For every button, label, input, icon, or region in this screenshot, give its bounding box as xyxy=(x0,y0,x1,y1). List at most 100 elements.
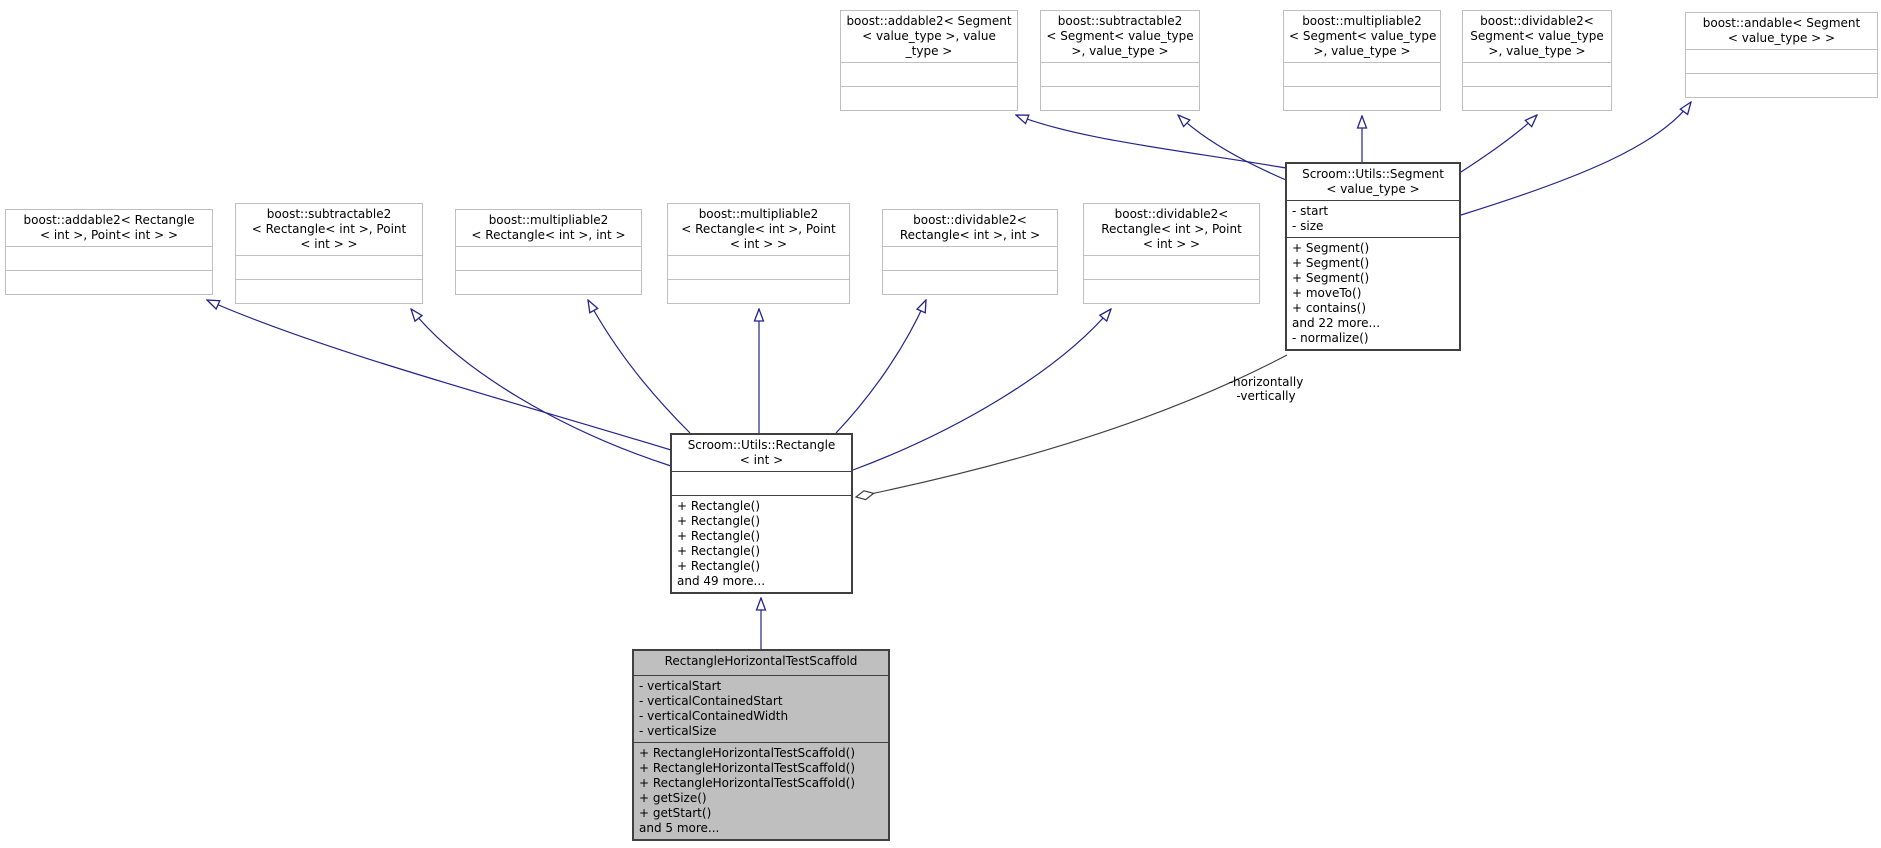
class-methods-scaffold-line: + RectangleHorizontalTestScaffold() xyxy=(639,746,856,760)
class-title-scaffold: RectangleHorizontalTestScaffold xyxy=(634,651,888,675)
class-methods-addable2-segment xyxy=(841,86,1017,110)
class-title-andable-segment-line: boost::andable< Segment xyxy=(1702,16,1861,30)
class-attributes-segment: - start- size xyxy=(1287,200,1459,237)
class-title-subtractable2-rectangle-line: < Rectangle< int >, Point xyxy=(251,222,407,236)
class-box-scaffold[interactable]: RectangleHorizontalTestScaffold - vertica… xyxy=(632,649,890,841)
aggregation-edge-label: -horizontally -vertically xyxy=(1216,375,1316,403)
class-methods-dividable2-rectangle-int xyxy=(883,270,1057,294)
class-box-multipliable2-rectangle-point[interactable]: boost::multipliable2< Rectangle< int >, … xyxy=(667,203,850,304)
aggregation-label-horizontally: -horizontally xyxy=(1228,375,1304,389)
class-title-multipliable2-segment-line: >, value_type > xyxy=(1313,44,1411,58)
class-title-subtractable2-segment-line: boost::subtractable2 xyxy=(1057,14,1183,28)
class-methods-scaffold: + RectangleHorizontalTestScaffold()+ Rec… xyxy=(634,742,888,839)
class-title-rectangle: Scroom::Utils::Rectangle< int > xyxy=(672,435,851,471)
class-title-multipliable2-rectangle-point-line: < int > > xyxy=(729,237,788,251)
class-methods-multipliable2-segment xyxy=(1284,86,1440,110)
class-methods-scaffold-line: + getSize() xyxy=(639,791,707,805)
class-methods-segment-line: - normalize() xyxy=(1292,331,1369,345)
class-box-subtractable2-segment[interactable]: boost::subtractable2< Segment< value_typ… xyxy=(1040,10,1200,111)
class-title-dividable2-rectangle-point-line: Rectangle< int >, Point xyxy=(1101,222,1242,236)
aggregation-label-vertically: -vertically xyxy=(1236,389,1296,403)
class-title-subtractable2-segment-line: >, value_type > xyxy=(1071,44,1169,58)
class-attributes-andable-segment xyxy=(1686,49,1877,73)
class-methods-multipliable2-rectangle-int xyxy=(456,270,641,294)
class-methods-rectangle-line: and 49 more... xyxy=(677,574,766,588)
inheritance-edge-segment-dividable2 xyxy=(1460,115,1537,173)
class-box-multipliable2-segment[interactable]: boost::multipliable2< Segment< value_typ… xyxy=(1283,10,1441,111)
class-attributes-multipliable2-rectangle-int xyxy=(456,246,641,270)
class-attributes-scaffold-line: - verticalContainedWidth xyxy=(639,709,789,723)
class-box-andable-segment[interactable]: boost::andable< Segment< value_type > > xyxy=(1685,12,1878,98)
class-box-subtractable2-rectangle[interactable]: boost::subtractable2< Rectangle< int >, … xyxy=(235,203,423,304)
class-title-rectangle-line: < int > xyxy=(739,453,784,467)
class-title-segment-line: Scroom::Utils::Segment xyxy=(1302,167,1444,181)
inheritance-edge-rectangle-dividable2-int xyxy=(835,300,926,434)
class-box-rectangle[interactable]: Scroom::Utils::Rectangle< int >+ Rectang… xyxy=(670,433,853,594)
class-methods-dividable2-rectangle-point xyxy=(1084,279,1259,303)
class-methods-addable2-rectangle xyxy=(6,270,212,294)
class-box-addable2-segment[interactable]: boost::addable2< Segment< value_type >, … xyxy=(840,10,1018,111)
class-box-addable2-rectangle[interactable]: boost::addable2< Rectangle< int >, Point… xyxy=(5,209,213,295)
inheritance-edge-segment-subtractable2 xyxy=(1178,115,1287,181)
class-title-subtractable2-segment-line: < Segment< value_type xyxy=(1046,29,1194,43)
class-title-subtractable2-segment: boost::subtractable2< Segment< value_typ… xyxy=(1041,11,1199,62)
class-methods-rectangle-line: + Rectangle() xyxy=(677,529,761,543)
class-attributes-subtractable2-rectangle xyxy=(236,255,422,279)
class-title-scaffold-line: RectangleHorizontalTestScaffold xyxy=(664,654,858,668)
class-title-addable2-rectangle-line: < int >, Point< int > > xyxy=(39,228,179,242)
class-methods-dividable2-segment xyxy=(1463,86,1611,110)
class-title-multipliable2-rectangle-point-line: boost::multipliable2 xyxy=(698,207,819,221)
class-methods-segment-line: + Segment() xyxy=(1292,241,1370,255)
class-attributes-segment-line: - start xyxy=(1292,204,1329,218)
class-methods-segment: + Segment()+ Segment()+ Segment()+ moveT… xyxy=(1287,237,1459,349)
class-methods-segment-line: + moveTo() xyxy=(1292,286,1362,300)
class-box-multipliable2-rectangle-int[interactable]: boost::multipliable2< Rectangle< int >, … xyxy=(455,209,642,295)
class-title-dividable2-segment-line: Segment< value_type xyxy=(1470,29,1604,43)
class-title-dividable2-rectangle-int: boost::dividable2<Rectangle< int >, int … xyxy=(883,210,1057,246)
class-attributes-addable2-rectangle xyxy=(6,246,212,270)
class-title-dividable2-rectangle-int-line: boost::dividable2< xyxy=(913,213,1027,227)
class-methods-scaffold-line: + RectangleHorizontalTestScaffold() xyxy=(639,776,856,790)
class-methods-rectangle: + Rectangle()+ Rectangle()+ Rectangle()+… xyxy=(672,495,851,592)
class-title-dividable2-segment-line: boost::dividable2< xyxy=(1480,14,1594,28)
class-title-addable2-rectangle: boost::addable2< Rectangle< int >, Point… xyxy=(6,210,212,246)
class-title-multipliable2-rectangle-point: boost::multipliable2< Rectangle< int >, … xyxy=(668,204,849,255)
class-title-dividable2-rectangle-point: boost::dividable2<Rectangle< int >, Poin… xyxy=(1084,204,1259,255)
class-title-multipliable2-rectangle-int-line: < Rectangle< int >, int > xyxy=(471,228,626,242)
class-attributes-dividable2-rectangle-int xyxy=(883,246,1057,270)
class-attributes-multipliable2-rectangle-point xyxy=(668,255,849,279)
inheritance-edge-rectangle-addable2 xyxy=(207,300,672,451)
class-methods-multipliable2-rectangle-point xyxy=(668,279,849,303)
class-title-subtractable2-rectangle-line: < int > > xyxy=(300,237,358,251)
class-title-subtractable2-rectangle-line: boost::subtractable2 xyxy=(266,207,392,221)
class-title-subtractable2-rectangle: boost::subtractable2< Rectangle< int >, … xyxy=(236,204,422,255)
class-title-dividable2-rectangle-int-line: Rectangle< int >, int > xyxy=(899,228,1041,242)
class-box-segment[interactable]: Scroom::Utils::Segment< value_type >- st… xyxy=(1285,162,1461,351)
class-methods-subtractable2-rectangle xyxy=(236,279,422,303)
class-attributes-dividable2-rectangle-point xyxy=(1084,255,1259,279)
class-title-segment-line: < value_type > xyxy=(1326,182,1420,196)
class-methods-segment-line: + Segment() xyxy=(1292,271,1370,285)
class-methods-rectangle-line: + Rectangle() xyxy=(677,559,761,573)
class-attributes-scaffold-line: - verticalSize xyxy=(639,724,717,738)
class-title-multipliable2-rectangle-int: boost::multipliable2< Rectangle< int >, … xyxy=(456,210,641,246)
class-title-multipliable2-segment-line: boost::multipliable2 xyxy=(1302,14,1422,28)
class-box-dividable2-rectangle-point[interactable]: boost::dividable2<Rectangle< int >, Poin… xyxy=(1083,203,1260,304)
class-title-rectangle-line: Scroom::Utils::Rectangle xyxy=(687,438,836,452)
class-methods-scaffold-line: + getStart() xyxy=(639,806,712,820)
inheritance-edge-rectangle-subtractable2 xyxy=(411,309,672,467)
class-methods-andable-segment xyxy=(1686,73,1877,97)
class-title-multipliable2-rectangle-int-line: boost::multipliable2 xyxy=(488,213,609,227)
class-box-dividable2-segment[interactable]: boost::dividable2<Segment< value_type>, … xyxy=(1462,10,1612,111)
class-methods-scaffold-line: and 5 more... xyxy=(639,821,720,835)
class-title-multipliable2-segment: boost::multipliable2< Segment< value_typ… xyxy=(1284,11,1440,62)
class-title-addable2-segment-line: _type > xyxy=(905,44,953,58)
class-methods-scaffold-line: + RectangleHorizontalTestScaffold() xyxy=(639,761,856,775)
class-box-dividable2-rectangle-int[interactable]: boost::dividable2<Rectangle< int >, int … xyxy=(882,209,1058,295)
class-title-dividable2-rectangle-point-line: < int > > xyxy=(1142,237,1201,251)
class-methods-segment-line: + Segment() xyxy=(1292,256,1370,270)
inheritance-edge-rectangle-multipliable2-int xyxy=(588,300,691,434)
class-title-andable-segment-line: < value_type > > xyxy=(1727,31,1836,45)
